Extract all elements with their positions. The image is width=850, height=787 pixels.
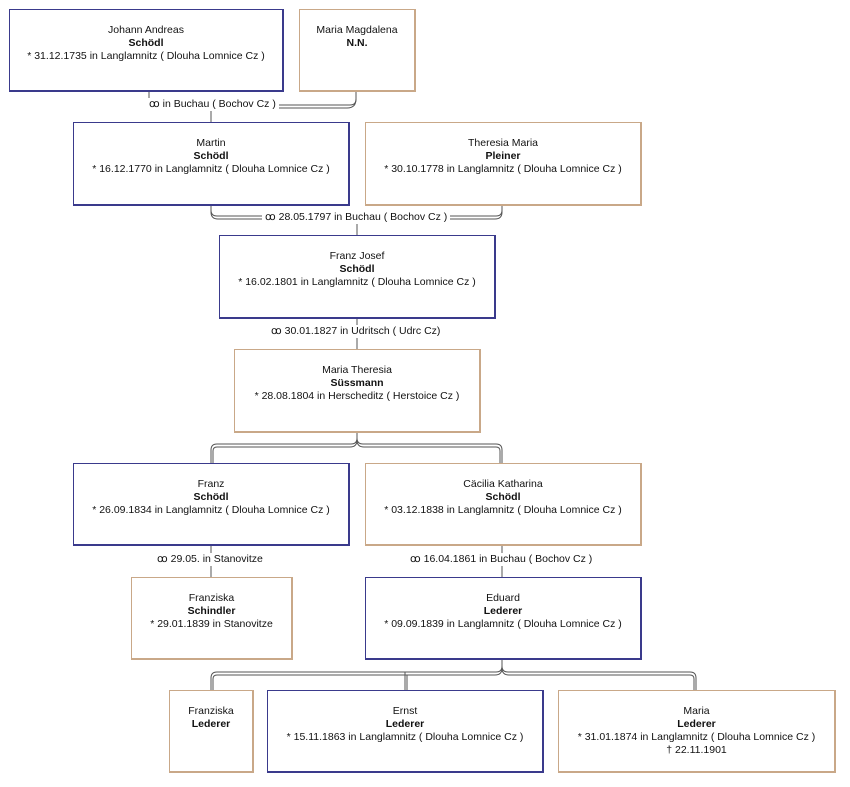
birth-info: * 03.12.1838 in Langlamnitz ( Dlouha Lom… [384,504,622,516]
surname: Schödl [193,150,229,162]
marriage-label: ꝏ 28.05.1797 in Buchau ( Bochov Cz ) [262,211,451,224]
person-card-maria-magdalena[interactable]: Maria Magdalena N.N. [299,9,416,92]
given-name: Johann Andreas [108,24,184,36]
surname: N.N. [346,37,368,49]
given-name: Theresia Maria [467,137,539,149]
person-card-martin[interactable]: Martin Schödl * 16.12.1770 in Langlamnit… [73,122,350,206]
given-name: Franz [197,478,225,490]
surname: Schindler [187,605,236,617]
marriage-label: ꝏ 16.04.1861 in Buchau ( Bochov Cz ) [407,553,596,566]
person-card-franziska-lederer[interactable]: Franziska Lederer [169,690,254,773]
marriage-label: ꝏ 29.05. in Stanovitze [154,553,266,566]
person-card-maria-theresia[interactable]: Maria Theresia Süssmann * 28.08.1804 in … [234,349,481,433]
person-card-ernst[interactable]: Ernst Lederer * 15.11.1863 in Langlamnit… [267,690,544,773]
given-name: Cäcilia Katharina [463,478,543,490]
person-card-franz[interactable]: Franz Schödl * 26.09.1834 in Langlamnitz… [73,463,350,546]
birth-info: * 30.10.1778 in Langlamnitz ( Dlouha Lom… [384,163,622,175]
given-name: Franziska [188,705,234,717]
birth-info: * 31.12.1735 in Langlamnitz ( Dlouha Lom… [27,50,265,62]
given-name: Maria Theresia [322,364,392,376]
given-name: Ernst [392,705,418,717]
birth-info: * 16.02.1801 in Langlamnitz ( Dlouha Lom… [238,276,476,288]
death-info: † 22.11.1901 [666,744,727,756]
surname: Lederer [385,718,425,730]
surname: Süssmann [330,377,384,389]
given-name: Franz Josef [329,250,385,262]
birth-info: * 16.12.1770 in Langlamnitz ( Dlouha Lom… [92,163,330,175]
surname: Lederer [483,605,523,617]
person-card-maria-lederer[interactable]: Maria Lederer * 31.01.1874 in Langlamnit… [558,690,836,773]
birth-info: * 15.11.1863 in Langlamnitz ( Dlouha Lom… [286,731,524,743]
surname: Schödl [485,491,521,503]
surname: Pleiner [485,150,521,162]
marriage-label: ꝏ 30.01.1827 in Udritsch ( Udrc Cz) [268,325,444,338]
birth-info: * 09.09.1839 in Langlamnitz ( Dlouha Lom… [384,618,622,630]
given-name: Maria Magdalena [316,24,398,36]
person-card-theresia-maria[interactable]: Theresia Maria Pleiner * 30.10.1778 in L… [365,122,642,206]
given-name: Eduard [486,592,520,604]
person-card-franziska-schindler[interactable]: Franziska Schindler * 29.01.1839 in Stan… [131,577,293,660]
surname: Lederer [191,718,231,730]
marriage-label: ꝏ in Buchau ( Bochov Cz ) [146,98,279,111]
person-card-johann-andreas[interactable]: Johann Andreas Schödl * 31.12.1735 in La… [9,9,284,92]
given-name: Martin [196,137,226,149]
person-card-cacilia-katharina[interactable]: Cäcilia Katharina Schödl * 03.12.1838 in… [365,463,642,546]
birth-info: * 29.01.1839 in Stanovitze [150,618,273,630]
birth-info: * 26.09.1834 in Langlamnitz ( Dlouha Lom… [92,504,330,516]
surname: Schödl [339,263,375,275]
surname: Schödl [193,491,229,503]
given-name: Franziska [188,592,235,604]
birth-info: * 28.08.1804 in Herscheditz ( Herstoice … [254,390,460,402]
surname: Lederer [677,718,716,730]
given-name: Maria [683,705,710,717]
person-card-eduard[interactable]: Eduard Lederer * 09.09.1839 in Langlamni… [365,577,642,660]
person-card-franz-josef[interactable]: Franz Josef Schödl * 16.02.1801 in Langl… [219,235,496,319]
surname: Schödl [128,37,164,49]
birth-info: * 31.01.1874 in Langlamnitz ( Dlouha Lom… [577,731,816,743]
